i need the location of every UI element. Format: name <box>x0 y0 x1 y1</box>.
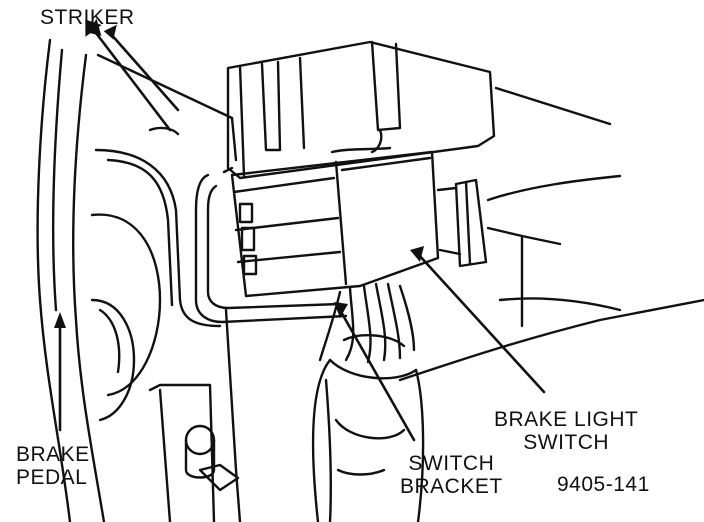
striker-label: STRIKER <box>40 6 135 29</box>
dash-panel <box>398 86 704 382</box>
brake-light-switch-label: BRAKE LIGHT SWITCH <box>494 408 639 454</box>
striker-plate <box>94 53 238 328</box>
brake-pedal-label: BRAKE PEDAL <box>16 443 90 489</box>
leader-striker-2 <box>108 31 180 112</box>
leader-brake-light-switch <box>416 252 546 394</box>
leader-lines <box>58 31 546 442</box>
leader-striker-1 <box>94 31 172 132</box>
leader-switch-bracket <box>338 308 416 442</box>
brake-pedal-arm <box>36 38 106 522</box>
switch-plunger <box>436 178 488 268</box>
switch-bracket <box>194 166 348 324</box>
leader-arrowheads <box>54 18 424 328</box>
switch-body <box>230 150 440 298</box>
pedal-bumper <box>90 213 162 422</box>
lower-support <box>148 308 242 522</box>
switch-bracket-label: SWITCH BRACKET <box>400 452 503 498</box>
wiring-harness <box>311 282 425 522</box>
upper-connector <box>226 40 496 180</box>
figure-id: 9405-141 <box>557 473 650 496</box>
